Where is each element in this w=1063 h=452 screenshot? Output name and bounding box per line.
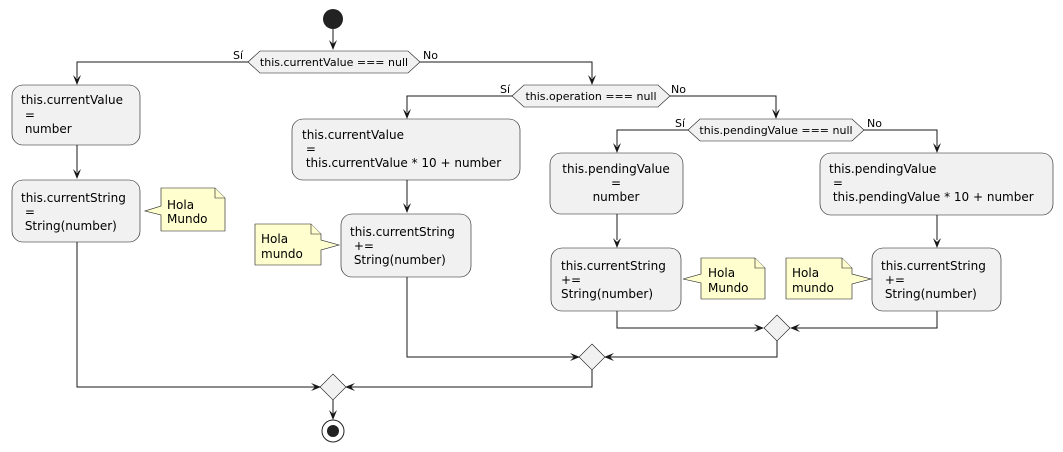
- arrowhead-down: [73, 75, 81, 85]
- activity-line: String(number): [561, 287, 653, 301]
- activity-line: this.pendingValue: [562, 162, 669, 176]
- edge-a2-to-final-merge: [76, 242, 320, 388]
- activity-line: =: [302, 142, 316, 156]
- activity-append-current-string: this.currentString += String(number): [871, 247, 1002, 312]
- activity-update-pending-value: this.pendingValue = this.pendingValue * …: [819, 152, 1054, 216]
- activity-line: this.currentString: [350, 225, 455, 239]
- decision-label: this.operation === null: [525, 90, 656, 103]
- merge-node: [763, 314, 791, 342]
- note-line: mundo: [792, 281, 834, 295]
- arrowhead-right: [311, 383, 321, 391]
- note: Hola mundo: [254, 223, 341, 266]
- arrowhead-down: [329, 410, 337, 420]
- start-node: [323, 9, 343, 29]
- decision-operation-null: this.operation === null: [511, 84, 671, 108]
- note: Hola mundo: [785, 257, 873, 300]
- edge-d1-no: [420, 61, 593, 78]
- decision-label: this.currentValue === null: [260, 56, 408, 69]
- edge-d2-no: [670, 95, 777, 112]
- note-line: Mundo: [167, 212, 208, 226]
- activity-line: =: [21, 108, 35, 122]
- arrowhead-left: [345, 383, 355, 391]
- decision-current-value-null: this.currentValue === null: [247, 50, 421, 74]
- arrowhead-down: [329, 40, 337, 50]
- activity-line: String(number): [350, 253, 446, 267]
- arrowhead-right: [754, 324, 764, 332]
- arrowhead-down: [403, 109, 411, 119]
- edge-merge3-to-merge2: [609, 341, 778, 358]
- activity-line: +=: [881, 273, 905, 287]
- activity-set-current-value: this.currentValue = number: [11, 84, 141, 146]
- arrowhead-down: [73, 169, 81, 179]
- activity-line: this.currentValue: [302, 128, 404, 142]
- activity-line: this.currentString: [561, 259, 666, 273]
- arrowhead-right: [570, 353, 580, 361]
- activity-line: this.currentValue: [21, 93, 123, 107]
- note: Hola Mundo: [682, 257, 766, 300]
- branch-label-yes: Sí: [500, 83, 511, 96]
- arrowhead-down: [588, 75, 596, 85]
- arrowhead-left: [790, 324, 800, 332]
- activity-line: String(number): [881, 287, 977, 301]
- decision-label: this.pendingValue === null: [699, 124, 852, 137]
- arrowhead-down: [933, 143, 941, 153]
- note-line: Hola: [792, 266, 819, 280]
- end-node: [321, 419, 345, 443]
- edge-d3-yes: [616, 129, 688, 146]
- activity-line: this.currentString: [21, 191, 126, 205]
- activity-append-current-string: this.currentString += String(number): [550, 247, 682, 312]
- arrowhead-down: [613, 238, 621, 248]
- activity-line: =: [829, 176, 843, 190]
- activity-line: String(number): [21, 219, 117, 233]
- activity-set-current-string: this.currentString = String(number): [11, 179, 141, 243]
- merge-node: [319, 373, 347, 401]
- arrowhead-down: [772, 109, 780, 119]
- activity-line: this.currentString: [881, 259, 986, 273]
- edge-a8-to-merge3: [795, 311, 938, 329]
- branch-label-no: No: [423, 49, 438, 62]
- edge-a6-to-merge3: [616, 311, 758, 329]
- activity-line: this.currentValue * 10 + number: [302, 156, 501, 170]
- decision-pending-value-null: this.pendingValue === null: [687, 118, 865, 142]
- arrowhead-down: [933, 238, 941, 248]
- arrowheads: [73, 40, 941, 420]
- activity-line: this.pendingValue * 10 + number: [829, 190, 1034, 204]
- note-line: Hola: [167, 198, 194, 212]
- arrowhead-down: [613, 143, 621, 153]
- edges: [76, 29, 938, 414]
- note-line: Hola: [708, 266, 735, 280]
- arrowhead-left: [604, 353, 614, 361]
- branch-label-yes: Sí: [233, 49, 244, 62]
- branch-label-yes: Sí: [675, 117, 686, 130]
- activity-line: +=: [561, 273, 581, 287]
- note-line: Hola: [261, 232, 288, 246]
- activity-set-pending-value: this.pendingValue = number: [549, 152, 684, 215]
- activity-append-current-string: this.currentString += String(number): [340, 213, 472, 278]
- merge-node: [578, 343, 606, 371]
- edge-d3-no: [864, 129, 938, 146]
- edge-d2-yes: [406, 95, 512, 112]
- activity-line: number: [593, 190, 640, 204]
- activity-line: =: [611, 176, 621, 190]
- arrowhead-down: [403, 203, 411, 213]
- branch-label-no: No: [671, 83, 686, 96]
- note-line: mundo: [261, 247, 303, 261]
- edge-d1-yes: [76, 61, 248, 78]
- edge-merge2-to-final-merge: [350, 370, 593, 388]
- activity-update-current-value: this.currentValue = this.currentValue * …: [291, 118, 521, 181]
- note-line: Mundo: [708, 281, 749, 295]
- note: Hola Mundo: [143, 187, 226, 232]
- edge-a4-to-merge2: [406, 277, 574, 358]
- branch-label-no: No: [867, 117, 882, 130]
- activity-line: number: [21, 122, 72, 136]
- activity-line: +=: [350, 239, 374, 253]
- activity-line: this.pendingValue: [829, 162, 936, 176]
- activity-line: =: [21, 205, 35, 219]
